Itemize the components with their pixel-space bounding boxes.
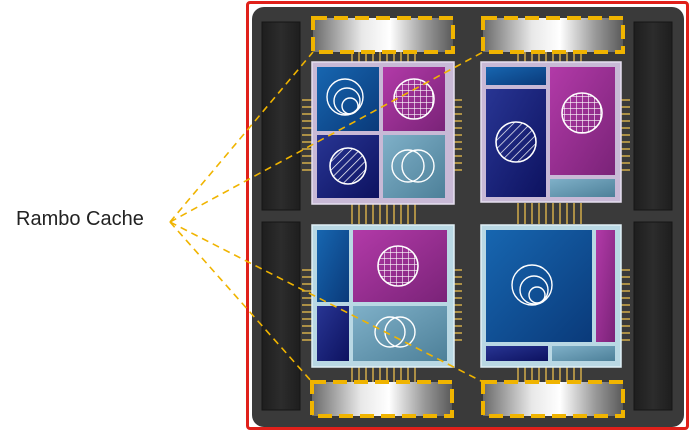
overlapping-circles-icon <box>391 149 435 183</box>
callout-lines <box>169 51 484 383</box>
rambo-cache-label: Rambo Cache <box>16 208 144 230</box>
grid-circle-icon <box>377 245 419 287</box>
rambo-cache-bottom-left <box>310 380 454 418</box>
hbm-stack-right-top <box>633 21 673 211</box>
compute-tile-top-right <box>480 61 622 203</box>
concentric-circles-icon <box>511 264 553 306</box>
diagonal-lines-circle-icon <box>495 121 537 163</box>
rambo-cache-bottom-right <box>481 380 625 418</box>
concentric-circles-icon <box>326 78 364 116</box>
connector-pins <box>301 50 631 389</box>
diagonal-lines-circle-icon <box>329 147 367 185</box>
hbm-stack-right-bottom <box>633 221 673 411</box>
compute-tile-top-left <box>311 61 455 205</box>
grid-circle-icon <box>393 78 435 120</box>
grid-circle-icon <box>561 92 603 134</box>
hbm-stack-left-bottom <box>261 221 301 411</box>
hbm-stack-left-top <box>261 21 301 211</box>
rambo-cache-top-right <box>481 16 625 54</box>
rambo-cache-top-left <box>311 16 455 54</box>
compute-tile-bottom-left <box>311 224 455 368</box>
compute-tile-bottom-right <box>480 224 622 368</box>
